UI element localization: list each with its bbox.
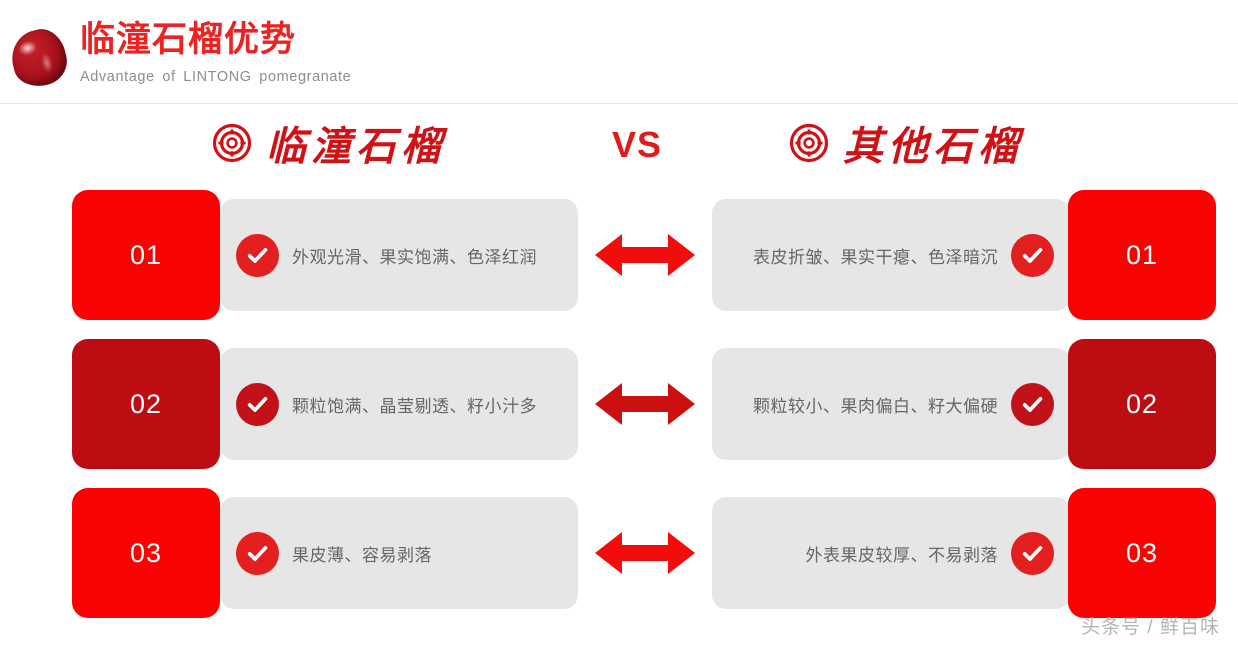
check-circle-icon bbox=[1011, 382, 1054, 426]
page-header: 临潼石榴优势 Advantage of LINTONG pomegranate bbox=[0, 0, 1238, 104]
page-title: 临潼石榴优势 bbox=[80, 20, 297, 59]
row-number-right: 01 bbox=[1068, 190, 1216, 320]
row-number-left: 03 bbox=[72, 488, 220, 618]
title-block: 临潼石榴优势 Advantage of LINTONG pomegranate bbox=[80, 18, 351, 85]
column-headers: 临潼石榴 VS 其他石榴 bbox=[0, 112, 1238, 182]
advantage-bar-left: 果皮薄、容易剥落 bbox=[220, 497, 578, 609]
advantage-text-right: 颗粒较小、果肉偏白、籽大偏硬 bbox=[753, 396, 998, 416]
row-number-right: 02 bbox=[1068, 339, 1216, 469]
column-header-right: 其他石榴 bbox=[789, 112, 1023, 174]
column-header-left: 临潼石榴 bbox=[212, 112, 446, 174]
advantage-text-left: 果皮薄、容易剥落 bbox=[292, 545, 432, 565]
comparison-row: 03 果皮薄、容易剥落 外表果皮较厚、不易剥落 03 bbox=[0, 488, 1238, 618]
watermark: 头条号 / 鲜百味 bbox=[1081, 617, 1220, 638]
double-arrow-icon bbox=[595, 379, 695, 429]
double-arrow-icon bbox=[595, 528, 695, 578]
check-circle-icon bbox=[236, 233, 279, 277]
double-arrow-icon bbox=[595, 230, 695, 280]
advantage-bar-right: 表皮折皱、果实干瘪、色泽暗沉 bbox=[712, 199, 1070, 311]
advantage-text-right: 表皮折皱、果实干瘪、色泽暗沉 bbox=[753, 247, 998, 267]
check-circle-icon bbox=[236, 382, 279, 426]
target-icon bbox=[212, 123, 252, 163]
row-number-left: 01 bbox=[72, 190, 220, 320]
advantage-bar-right: 颗粒较小、果肉偏白、籽大偏硬 bbox=[712, 348, 1070, 460]
comparison-row: 01 外观光滑、果实饱满、色泽红润 表皮折皱、果实干瘪、色泽暗沉 01 bbox=[0, 190, 1238, 320]
advantage-bar-right: 外表果皮较厚、不易剥落 bbox=[712, 497, 1070, 609]
advantage-text-right: 外表果皮较厚、不易剥落 bbox=[805, 545, 998, 565]
check-circle-icon bbox=[1011, 233, 1054, 277]
row-number-left: 02 bbox=[72, 339, 220, 469]
advantage-bar-left: 颗粒饱满、晶莹剔透、籽小汁多 bbox=[220, 348, 578, 460]
column-header-left-label: 临潼石榴 bbox=[266, 124, 446, 169]
advantage-text-left: 外观光滑、果实饱满、色泽红润 bbox=[292, 247, 537, 267]
row-number-right: 03 bbox=[1068, 488, 1216, 618]
advantage-text-left: 颗粒饱满、晶莹剔透、籽小汁多 bbox=[292, 396, 537, 416]
advantage-bar-left: 外观光滑、果实饱满、色泽红润 bbox=[220, 199, 578, 311]
page-subtitle: Advantage of LINTONG pomegranate bbox=[80, 69, 352, 85]
comparison-row: 02 颗粒饱满、晶莹剔透、籽小汁多 颗粒较小、果肉偏白、籽大偏硬 02 bbox=[0, 339, 1238, 469]
column-header-right-label: 其他石榴 bbox=[843, 124, 1023, 169]
check-circle-icon bbox=[236, 531, 279, 575]
vs-label: VS bbox=[612, 124, 663, 165]
header-divider bbox=[0, 103, 1238, 104]
target-icon bbox=[789, 123, 829, 163]
check-circle-icon bbox=[1011, 531, 1054, 575]
